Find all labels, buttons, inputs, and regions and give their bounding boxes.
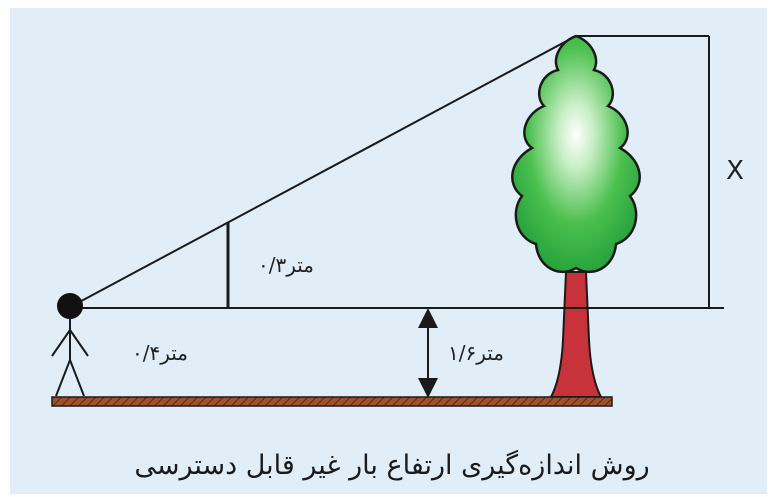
sight-line [71,35,577,307]
observer-figure [51,293,89,397]
label-distance: متر۰/۴ [132,341,188,365]
diagram-background [10,8,767,494]
label-x: X [726,156,744,186]
label-pole-height: متر۰/۳ [258,253,314,277]
diagram-caption: روش اندازه‌گیری ارتفاع بار غیر قابل دستر… [134,449,649,481]
observer-head [57,293,83,319]
ground [51,396,613,407]
label-eye-height: متر۱/۶ [448,341,504,365]
tree-canopy [511,34,641,274]
